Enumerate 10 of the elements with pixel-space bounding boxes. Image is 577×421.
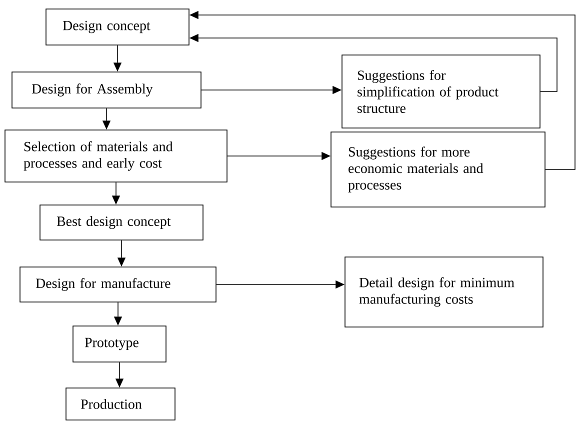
process-box: Detail design for minimum manufacturing costs <box>344 256 544 328</box>
process-box: Best design concept <box>40 204 204 240</box>
process-box: Design for manufacture <box>20 266 216 302</box>
process-box: Design for Assembly <box>12 72 202 108</box>
process-box: Prototype <box>72 326 166 362</box>
process-box: Design concept <box>46 8 190 46</box>
process-box: Suggestions for more economic materials and processes <box>330 132 546 208</box>
process-box: Selection of materials and processes and early cost <box>4 130 228 182</box>
process-box: Production <box>66 388 176 420</box>
process-box: Suggestions for simplification of product structure <box>342 54 540 128</box>
